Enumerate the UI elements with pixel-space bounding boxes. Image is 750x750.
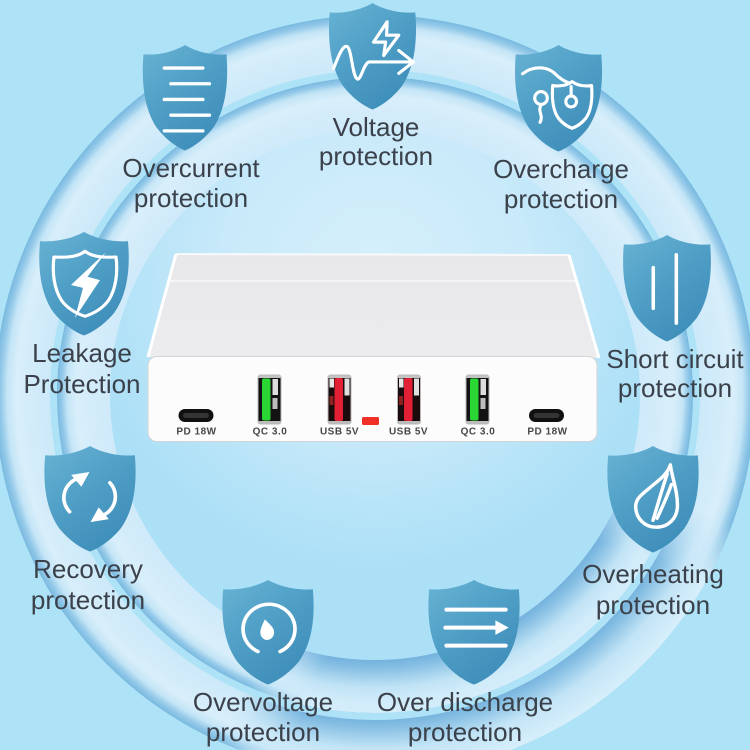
svg-text:protection: protection xyxy=(206,717,320,747)
svg-text:QC 3.0: QC 3.0 xyxy=(461,427,496,438)
svg-text:protection: protection xyxy=(31,585,145,615)
svg-text:protection: protection xyxy=(596,590,710,620)
svg-text:protection: protection xyxy=(618,373,732,403)
svg-text:protection: protection xyxy=(408,717,522,747)
svg-text:Leakage: Leakage xyxy=(32,338,132,368)
svg-text:USB 5V: USB 5V xyxy=(320,427,359,438)
svg-text:protection: protection xyxy=(134,183,248,213)
svg-text:PD 18W: PD 18W xyxy=(176,427,216,438)
svg-text:Over discharge: Over discharge xyxy=(377,687,553,717)
svg-text:protection: protection xyxy=(319,141,433,171)
svg-text:protection: protection xyxy=(504,184,618,214)
svg-text:Overheating: Overheating xyxy=(582,559,724,589)
svg-text:PD 18W: PD 18W xyxy=(527,427,567,438)
svg-text:Voltage: Voltage xyxy=(333,112,420,142)
svg-text:USB 5V: USB 5V xyxy=(389,427,428,438)
svg-text:Overcurrent: Overcurrent xyxy=(122,153,260,183)
svg-text:Protection: Protection xyxy=(23,369,140,399)
svg-text:Short circuit: Short circuit xyxy=(606,344,744,374)
svg-text:Overcharge: Overcharge xyxy=(493,154,629,184)
svg-text:Overvoltage: Overvoltage xyxy=(193,687,333,717)
svg-text:Recovery: Recovery xyxy=(33,554,143,584)
svg-text:QC 3.0: QC 3.0 xyxy=(253,427,288,438)
